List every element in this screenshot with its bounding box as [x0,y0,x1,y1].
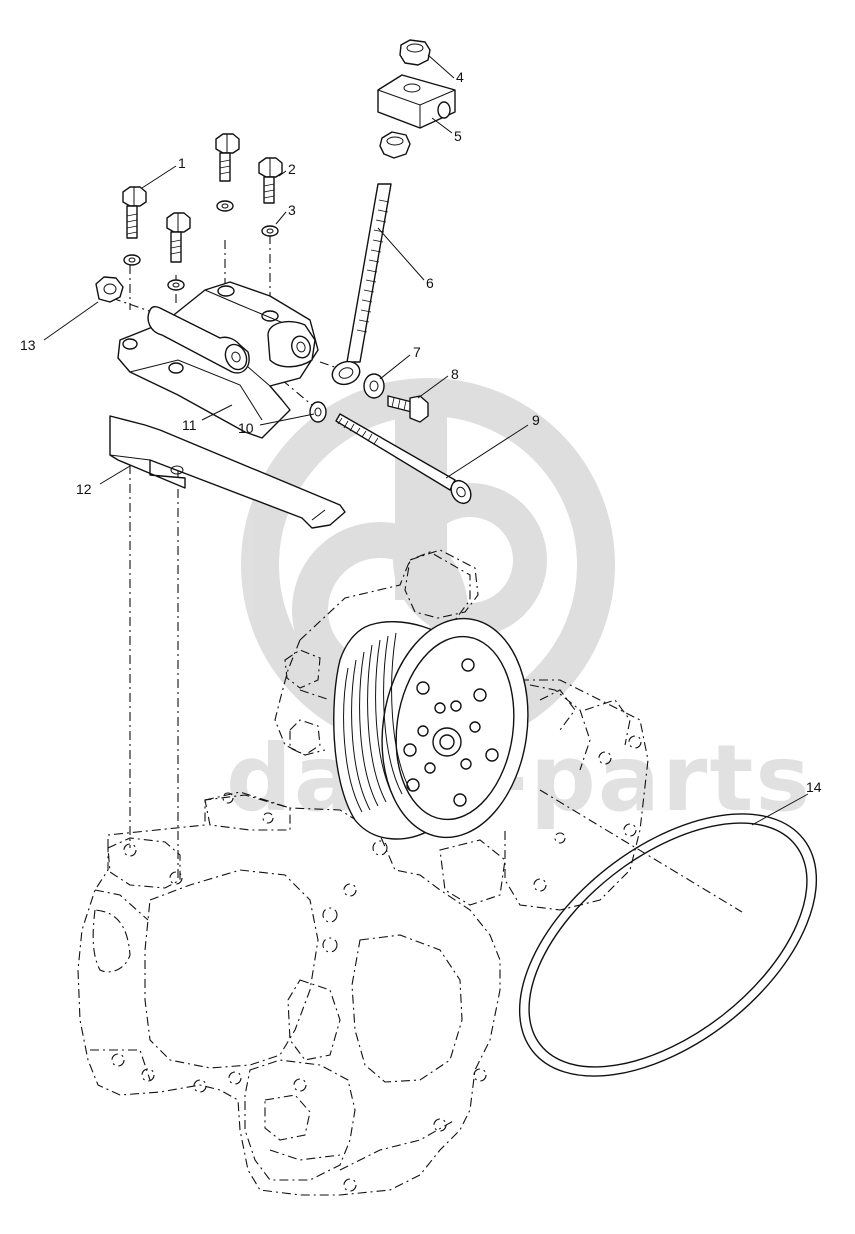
callout-14: 14 [806,779,822,795]
socket-head-bolt [335,413,472,505]
callout-2: 2 [288,161,296,177]
callout-12: 12 [76,481,92,497]
hex-nut-13 [95,276,124,303]
callout-13: 13 [20,337,36,353]
mounting-bracket [117,281,319,439]
callout-8: 8 [451,366,459,382]
hex-bolt-right-front [258,157,283,237]
washer-7 [363,373,385,399]
callout-3: 3 [288,202,296,218]
adjusting-block [377,74,456,129]
hex-nut-top [399,39,431,66]
hex-bolt-right-rear [215,133,240,212]
callout-7: 7 [413,344,421,360]
hex-bolt-8 [387,395,429,423]
callout-1: 1 [178,155,186,171]
drive-belt [518,813,818,1077]
callout-9: 9 [532,412,540,428]
callout-5: 5 [454,128,462,144]
washer [261,225,279,237]
callout-11: 11 [182,417,197,433]
washer-10 [309,401,327,423]
hex-bolt-left-rear [166,212,191,291]
water-pump-housing [274,549,649,911]
hex-bolt-left-front [122,186,147,266]
callout-4: 4 [456,69,464,85]
leader-lines [43,54,809,826]
callout-labels: 1 2 3 4 5 6 7 8 9 10 11 12 13 14 [20,69,822,795]
callout-10: 10 [238,420,254,436]
crankshaft-pulley [333,617,529,840]
engine-front-cover [77,791,501,1196]
hex-nut-lower [379,131,411,159]
tensioner-arm [109,415,346,529]
adjusting-eye-bolt [331,183,392,386]
callout-6: 6 [426,275,434,291]
